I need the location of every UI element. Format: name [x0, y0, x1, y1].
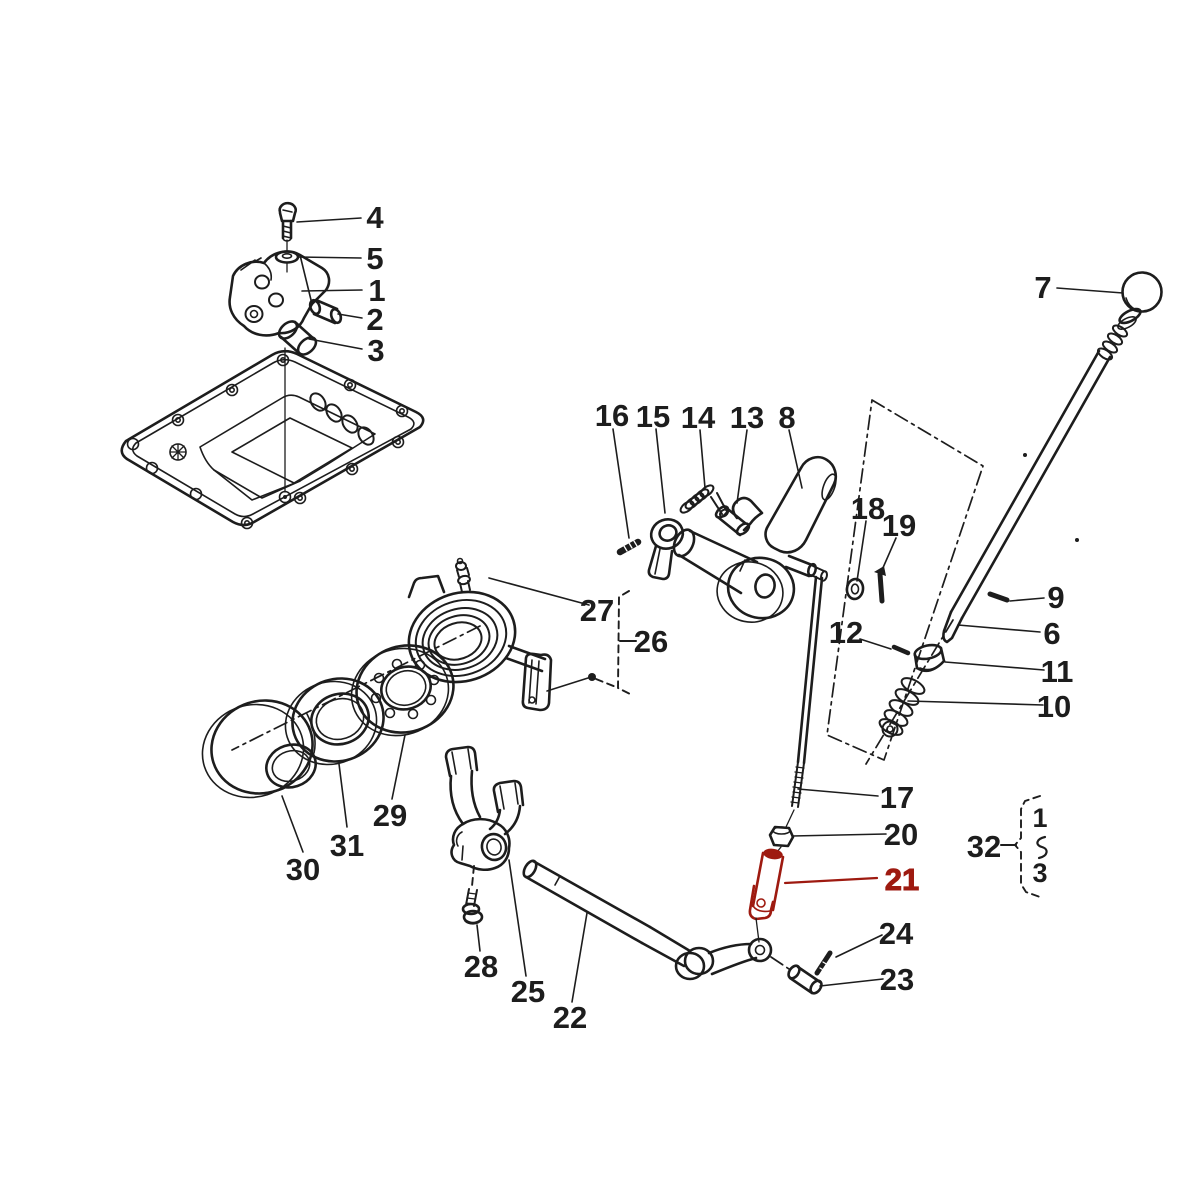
part-16-pin	[616, 538, 642, 556]
pivot-hook	[731, 496, 764, 532]
link-21-centerline	[755, 917, 760, 943]
part-4-bolt	[278, 201, 297, 242]
part-label-4: 4	[366, 200, 384, 235]
part-25-shift-fork	[444, 745, 525, 872]
part-label-29: 29	[373, 798, 407, 833]
part-label-2: 2	[366, 302, 383, 337]
part-label-26: 26	[634, 624, 668, 659]
part-label-19: 19	[882, 508, 916, 543]
part-label-7: 7	[1034, 270, 1051, 305]
part-12-set-screw	[891, 644, 911, 656]
part-7-knob	[1096, 271, 1163, 361]
plate-bolt-holes	[126, 353, 409, 530]
callout-26-bracket	[546, 590, 637, 696]
part-label-6: 6	[1043, 616, 1060, 651]
part-6-lever-shaft	[942, 349, 1112, 644]
part-31-ring	[284, 677, 385, 766]
part-label-range-from: 1	[1032, 803, 1047, 833]
part-label-11: 11	[1041, 654, 1074, 689]
part-label-15: 15	[636, 399, 670, 434]
part-23-pin	[787, 964, 823, 995]
part-label-16: 16	[595, 398, 629, 433]
part-label-27: 27	[580, 593, 614, 628]
part-label-5: 5	[366, 241, 383, 276]
part-20-nut	[768, 825, 795, 853]
pin-23-axis	[770, 956, 793, 972]
plate-hole	[278, 490, 292, 504]
part-label-31: 31	[330, 828, 364, 863]
part-label-25: 25	[511, 974, 545, 1009]
part-15-link	[647, 518, 685, 581]
fork-centerline	[471, 865, 475, 887]
pivot-boss-cylinder	[672, 528, 759, 595]
part-label-10: 10	[1037, 689, 1071, 724]
part-1-bracket	[228, 250, 331, 337]
pivot-disc	[716, 556, 796, 623]
part-8-lever	[764, 455, 838, 554]
part-label-1: 1	[368, 273, 385, 308]
part-11-nut	[913, 643, 946, 673]
part-label-20: 20	[884, 817, 918, 852]
part-9-pin	[987, 591, 1010, 603]
part-label-8: 8	[778, 400, 795, 435]
part-label-30: 30	[286, 852, 320, 887]
grease-fitting	[455, 557, 471, 593]
part-28-detent-screw	[461, 888, 484, 925]
part-label-12: 12	[829, 615, 863, 650]
assembly-centerline	[284, 239, 288, 493]
range-squiggle	[1036, 835, 1048, 860]
part-label-14: 14	[681, 400, 716, 435]
part-17-rod	[785, 575, 824, 828]
part-label-28: 28	[464, 949, 498, 984]
part-24-pin	[814, 950, 833, 976]
callout-32-bracket	[1000, 795, 1048, 898]
part-label-9: 9	[1047, 580, 1064, 615]
part-label-3: 3	[367, 333, 384, 368]
part-14-spring	[679, 484, 729, 518]
part-21-link-highlighted	[748, 848, 879, 921]
part-label-24: 24	[879, 916, 914, 951]
part-2-pin	[308, 298, 343, 325]
part-label-17: 17	[880, 780, 914, 815]
part-label-18: 18	[851, 491, 885, 526]
part-label-23: 23	[880, 962, 914, 997]
part-label-13: 13	[730, 400, 764, 435]
part-27-bearing-holder	[407, 557, 553, 712]
pivot-stub-shaft	[784, 554, 828, 582]
part-30-cup	[201, 699, 317, 799]
part-3-bushing	[277, 320, 318, 356]
part-19-pin	[874, 566, 886, 604]
transmission-cover-plate	[120, 349, 425, 530]
part-label-32: 32	[967, 829, 1001, 864]
part-label-21: 21	[885, 862, 919, 897]
part-label-range-to: 3	[1032, 858, 1047, 888]
leader-lines	[281, 217, 1124, 1003]
part-label-22: 22	[553, 1000, 587, 1035]
detail-box	[826, 399, 984, 761]
part-22-shift-shaft	[522, 859, 773, 981]
